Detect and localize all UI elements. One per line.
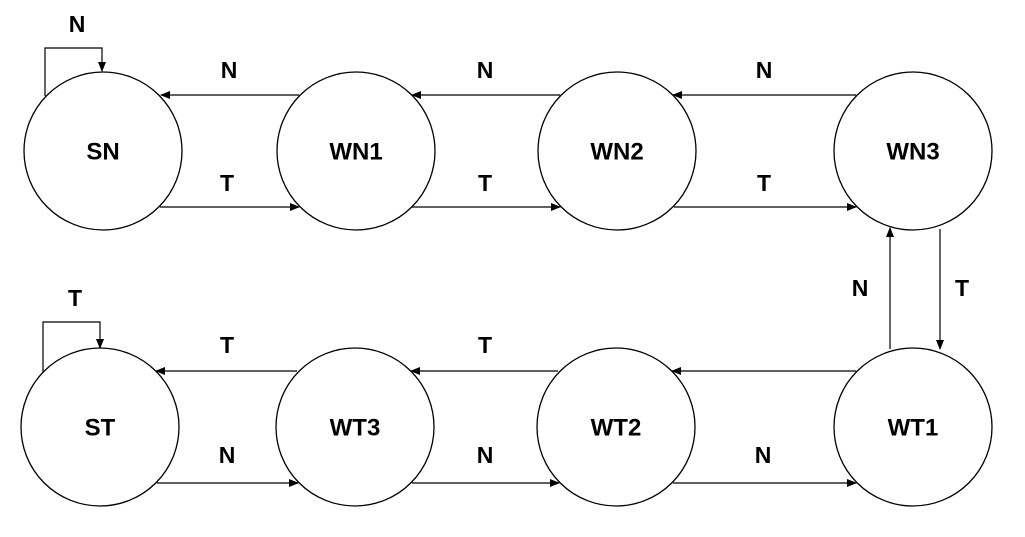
state-wn2-circle (537, 71, 697, 231)
edge-wt3-to-st-label: T (220, 332, 234, 358)
edge-wn1-to-sn-label: N (221, 57, 238, 83)
edge-wt2-to-wt1-label: N (755, 442, 772, 468)
edge-wn3-to-wn2-label: N (756, 57, 773, 83)
edge-sn-self (44, 47, 106, 96)
state-sn-circle (23, 71, 183, 231)
edge-st-to-wt3-label: N (219, 442, 236, 468)
edge-sn-to-wn1-label: T (220, 170, 234, 196)
edge-wt3-to-wt2-label: N (477, 442, 494, 468)
edge-st-self (42, 321, 104, 372)
state-wn3-label: WN3 (886, 139, 939, 166)
state-st-label: ST (85, 415, 116, 442)
state-wt3-circle (275, 347, 435, 507)
state-sn: SN (23, 71, 183, 231)
state-st: ST (20, 347, 180, 507)
state-wn2: WN2 (537, 71, 697, 231)
edge-wn2-to-wn1-label: N (477, 57, 494, 83)
state-wt2: WT2 (536, 347, 696, 507)
state-wn2-label: WN2 (590, 139, 643, 166)
edge-st-self-label: T (68, 285, 82, 311)
state-wt3: WT3 (275, 347, 435, 507)
state-wt2-circle (536, 347, 696, 507)
state-wn1-circle (276, 71, 436, 231)
state-wn3-circle (833, 71, 993, 231)
edge-wn3-to-wt1-label: T (955, 275, 969, 301)
edge-sn-self-label: N (69, 11, 86, 37)
edge-wn1-to-wn2-label: T (478, 170, 492, 196)
state-wt2-label: WT2 (591, 415, 642, 442)
edge-wt1-to-wn3-label: N (852, 275, 869, 301)
state-wn1-label: WN1 (329, 139, 382, 166)
state-wt1-circle (833, 347, 993, 507)
state-wt3-label: WT3 (330, 415, 381, 442)
state-wn1: WN1 (276, 71, 436, 231)
state-wt1-label: WT1 (888, 415, 939, 442)
edge-wn2-to-wn3-label: T (757, 170, 771, 196)
state-wt1: WT1 (833, 347, 993, 507)
state-sn-label: SN (86, 139, 119, 166)
state-wn3: WN3 (833, 71, 993, 231)
edge-wt2-to-wt3-label: T (478, 332, 492, 358)
